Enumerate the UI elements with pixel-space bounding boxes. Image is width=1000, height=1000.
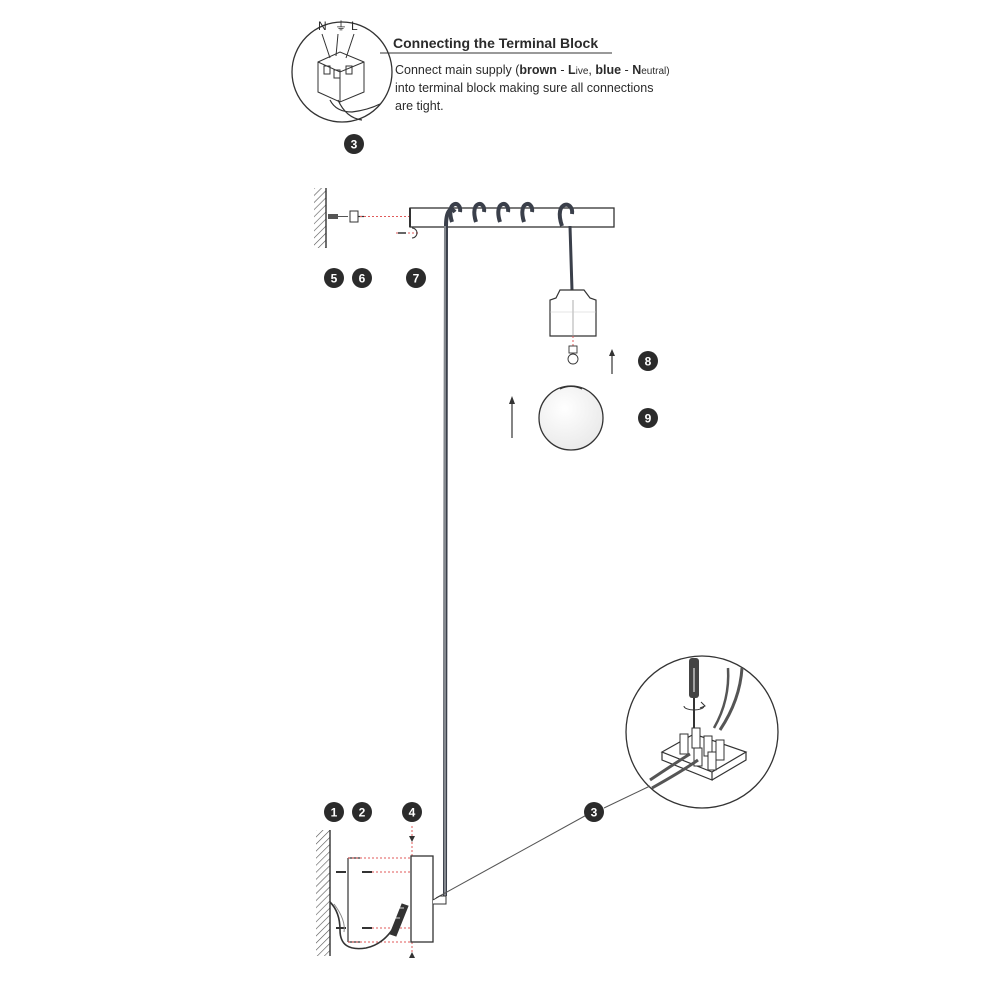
step-6-number: 6 (359, 272, 366, 286)
connector-block-icon (389, 903, 409, 937)
terminal-label-live: L (351, 19, 358, 33)
step-badge-2: 2 (352, 802, 372, 822)
cable-wraps (448, 202, 575, 227)
step-badge-5: 5 (324, 268, 344, 288)
step-2-number: 2 (359, 806, 366, 820)
step-8-number: 8 (645, 355, 652, 369)
step-7-number: 7 (413, 272, 420, 286)
step-badge-9: 9 (638, 408, 658, 428)
up-arrow-globe-icon (509, 396, 515, 438)
step-badge-4: 4 (402, 802, 422, 822)
wall-plug-icon (328, 214, 348, 219)
step-3-top-number: 3 (351, 138, 358, 152)
letter-n: N (632, 63, 641, 77)
glass-globe (538, 385, 604, 451)
letter-l: L (568, 63, 576, 77)
bracket-guide-lines (348, 826, 413, 954)
step-5-number: 5 (331, 272, 338, 286)
step-badge-6: 6 (352, 268, 372, 288)
lamp-holder (549, 289, 597, 337)
step-badge-7: 7 (406, 268, 426, 288)
step-badge-3-top: 3 (344, 134, 364, 154)
step-4-number: 4 (409, 806, 416, 820)
terminal-block-icon (317, 33, 381, 121)
instruction-line-1: Connect main supply (brown - Live, blue … (395, 63, 670, 77)
instruction-line-2: into terminal block making sure all conn… (395, 81, 653, 95)
step-badge-8: 8 (638, 351, 658, 371)
step-3-bottom-number: 3 (591, 806, 598, 820)
comma: , (588, 63, 595, 77)
callout-line-upper (603, 785, 651, 809)
earth-symbol-icon: ⏚ (335, 19, 347, 33)
mounting-bracket (347, 857, 360, 943)
step-1-number: 1 (331, 806, 338, 820)
up-arrow-bulb-icon (609, 349, 615, 374)
step-badge-3-bottom: 3 (584, 802, 604, 822)
step-9-number: 9 (645, 412, 652, 426)
word-brown: brown (519, 63, 557, 77)
step-badge-1: 1 (324, 802, 344, 822)
rotate-arrow-icon (683, 701, 706, 711)
wall-canopy (410, 855, 447, 943)
terminal-zoom-inset (625, 655, 779, 809)
word-blue: blue (595, 63, 621, 77)
lower-wall (316, 830, 331, 956)
screwdriver-icon (689, 658, 699, 728)
horizontal-rail (409, 207, 615, 228)
instruction-line-3: are tight. (395, 99, 444, 113)
upper-wall (314, 188, 327, 248)
instruction-line-1-start: Connect main supply ( (395, 63, 520, 77)
suffix-ive: ive (576, 66, 589, 77)
cover-screws-icon (409, 836, 415, 958)
bracket-screws-icon (336, 871, 372, 929)
bulb-icon (567, 345, 579, 365)
callout-line-lower (435, 811, 593, 899)
dash-2: - (621, 63, 632, 77)
pendant-drop-cable (568, 225, 574, 291)
dash-1: - (557, 63, 568, 77)
terminal-detail-inset: N ⏚ L (291, 19, 393, 123)
supply-cable (329, 901, 399, 950)
vertical-cable (443, 207, 457, 897)
grub-screw-icon (398, 227, 418, 239)
terminal-label-neutral: N (318, 19, 327, 33)
instruction-title: Connecting the Terminal Block (393, 35, 598, 51)
suffix-eutral: eutral) (641, 66, 669, 77)
terminal-block-zoom-icon (649, 667, 748, 790)
